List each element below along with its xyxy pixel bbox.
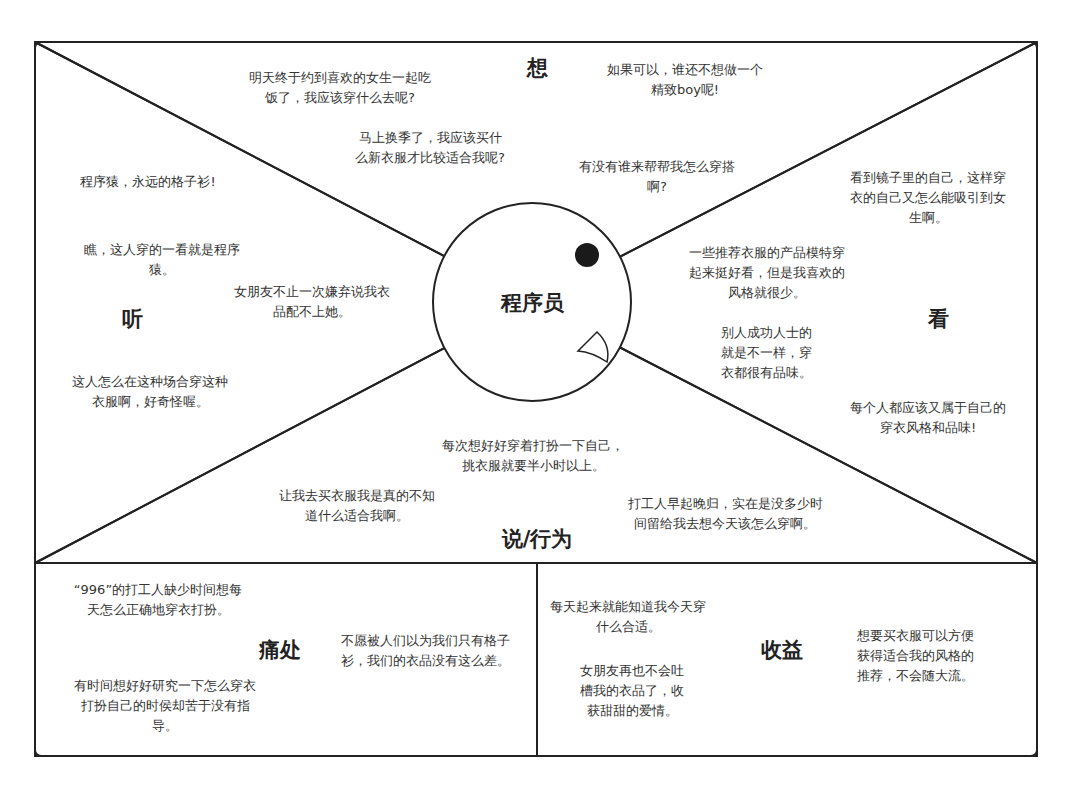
- quote-text: 不愿被人们以为我们只有格子衫，我们的衣品没有这么差。: [335, 631, 515, 671]
- gain-panel: 收益 每天起来就能知道我今天穿什么合适。女朋友再也不会吐槽我的衣品了，收获甜甜的爱…: [537, 563, 1037, 756]
- section-heading: 程序员: [482, 290, 582, 316]
- quadrant-outline: [35, 302, 1037, 563]
- persona-outline: [433, 203, 631, 401]
- quote-text: 打工人早起晚归，实在是没多少时间留给我去想今天该怎么穿啊。: [623, 494, 827, 534]
- quote-text: 看到镜子里的自己，这样穿衣的自己又怎么能吸引到女生啊。: [845, 168, 1011, 228]
- outer-border: [35, 42, 1037, 756]
- quote-text: 每天起来就能知道我今天穿什么合适。: [545, 597, 711, 637]
- quote-text: 想要买衣服可以方便获得适合我的风格的推荐，不会随大流。: [853, 626, 977, 686]
- section-heading: 说/行为: [487, 526, 587, 552]
- quote-text: 有时间想好好研究一下怎么穿衣打扮自己的时侯却苦于没有指导。: [74, 676, 256, 736]
- quote-text: “996”的打工人缺少时间想每天怎么正确地穿衣打扮。: [73, 580, 243, 620]
- panel-outline: [35, 563, 537, 756]
- quadrant-outline: [532, 42, 1037, 563]
- pain-panel: 痛处 “996”的打工人缺少时间想每天怎么正确地穿衣打扮。不愿被人们以为我们只有格…: [35, 563, 537, 756]
- quote-text: 这人怎么在这种场合穿这种衣服啊，好奇怪喔。: [67, 372, 233, 412]
- panel-outline: [537, 563, 1037, 756]
- quote-text: 明天终于约到喜欢的女生一起吃饭了，我应该穿什么去呢?: [247, 68, 433, 108]
- quote-text: 一些推荐衣服的产品模特穿起来挺好看，但是我喜欢的风格就很少。: [684, 243, 850, 303]
- quote-text: 每次想好好穿着打扮一下自己，挑衣服就要半小时以上。: [437, 436, 629, 476]
- quote-text: 程序猿，永远的格子衫!: [48, 172, 248, 192]
- persona-circle: 程序员: [432, 202, 632, 402]
- quote-text: 每个人都应该又属于自己的穿衣风格和品味!: [845, 398, 1011, 438]
- quote-text: 别人成功人士的就是不一样，穿衣都很有品味。: [716, 323, 816, 383]
- section-heading: 痛处: [250, 637, 310, 663]
- section-heading: 想: [517, 55, 557, 81]
- section-heading: 看: [918, 306, 958, 332]
- quote-text: 女朋友不止一次嫌弃说我衣品配不上她。: [229, 282, 395, 322]
- quote-text: 让我去买衣服我是真的不知道什么适合我啊。: [274, 486, 440, 526]
- quote-text: 女朋友再也不会吐槽我的衣品了，收获甜甜的爱情。: [576, 661, 688, 721]
- quote-text: 如果可以，谁还不想做一个精致boy呢!: [604, 60, 766, 100]
- quote-text: 瞧，这人穿的一看就是程序猿。: [79, 240, 245, 280]
- quote-text: 马上换季了，我应该买什么新衣服才比较适合我呢?: [355, 128, 505, 168]
- quote-text: 有没有谁来帮帮我怎么穿搭啊?: [574, 157, 740, 197]
- section-heading: 听: [112, 306, 152, 332]
- section-heading: 收益: [752, 637, 812, 663]
